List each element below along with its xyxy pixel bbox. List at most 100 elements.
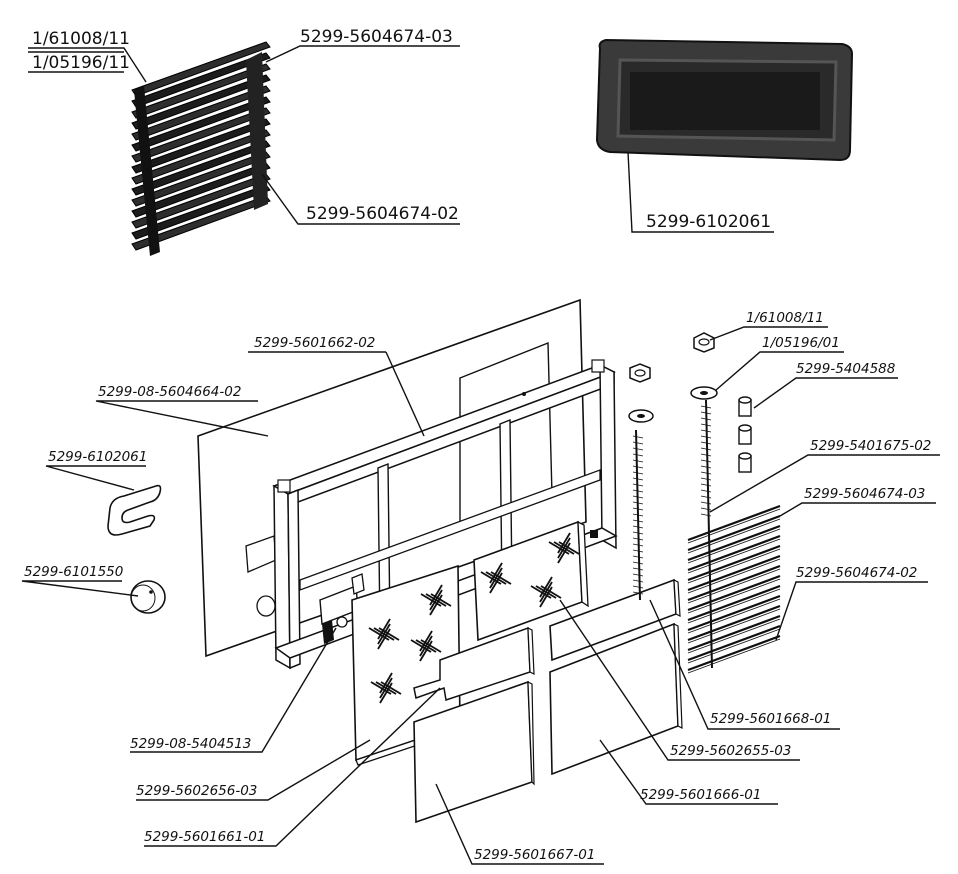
clip bbox=[107, 484, 162, 536]
thread-mark bbox=[632, 435, 644, 439]
label-spacer: 5299-5404588 bbox=[796, 361, 895, 377]
hatch-line bbox=[377, 623, 391, 645]
hatch-line bbox=[539, 581, 553, 603]
thread-mark bbox=[632, 471, 644, 475]
grille-blade-edge bbox=[687, 578, 781, 614]
grille-slat bbox=[131, 96, 271, 152]
hatch-line bbox=[558, 541, 580, 555]
label-frame: 5299-5601662-02 bbox=[254, 335, 375, 351]
thread-mark bbox=[700, 507, 712, 511]
hatch-line bbox=[370, 681, 392, 695]
thread-mark bbox=[632, 519, 644, 523]
label-small-plate: 5299-5601661-01 bbox=[144, 829, 265, 845]
grille-side bbox=[246, 52, 268, 210]
hatch-line bbox=[420, 593, 442, 607]
thread-mark bbox=[632, 459, 644, 463]
hatch-line bbox=[410, 639, 432, 653]
label-back-panel: 5299-08-5604664-02 bbox=[98, 384, 241, 400]
hatch-line bbox=[380, 681, 402, 695]
grille-blade bbox=[687, 564, 781, 602]
hatch-line bbox=[429, 589, 443, 611]
top-grille-photo bbox=[131, 41, 271, 256]
grille-slat bbox=[131, 85, 271, 141]
thread-mark bbox=[632, 537, 644, 541]
grille-blade bbox=[687, 524, 781, 562]
thread-mark bbox=[700, 471, 712, 475]
grille-blade bbox=[687, 624, 781, 662]
thread-mark bbox=[700, 495, 712, 499]
label-bottom-plate: 5299-5601667-01 bbox=[474, 847, 595, 863]
grille-blade bbox=[687, 614, 781, 652]
thread-mark bbox=[700, 501, 712, 505]
thread-mark bbox=[700, 483, 712, 487]
part-labels: 1/61008/11 1/05196/11 5299-5604674-03 52… bbox=[24, 27, 931, 863]
hatch-line bbox=[480, 571, 502, 585]
grille-blade-edge bbox=[687, 558, 781, 594]
hatch-line bbox=[540, 585, 562, 599]
grille-blade bbox=[687, 584, 781, 622]
label-top-left-1: 1/61008/11 bbox=[32, 29, 130, 49]
thread-mark bbox=[632, 453, 644, 457]
thread-mark bbox=[632, 513, 644, 517]
hatched-panel-right bbox=[473, 520, 589, 642]
thread-mark bbox=[700, 459, 712, 463]
thread-mark bbox=[632, 501, 644, 505]
grille-blade bbox=[687, 594, 781, 632]
label-nut: 1/61008/11 bbox=[746, 310, 824, 326]
thread-mark bbox=[632, 447, 644, 451]
hatch-line bbox=[379, 682, 393, 704]
hatch-line bbox=[557, 542, 571, 564]
thread-mark bbox=[700, 489, 712, 493]
label-top-left-2: 1/05196/11 bbox=[32, 53, 130, 73]
hatch-line bbox=[548, 541, 570, 555]
thread-mark bbox=[632, 585, 644, 589]
thread-mark bbox=[632, 579, 644, 583]
hatch-line bbox=[419, 635, 433, 657]
hatch-line bbox=[420, 639, 442, 653]
grille-slat bbox=[131, 63, 271, 119]
hatch-line bbox=[557, 532, 571, 554]
thread-mark bbox=[632, 507, 644, 511]
grille-slat bbox=[131, 107, 271, 163]
grille-blade-edge bbox=[687, 518, 781, 554]
thread-mark bbox=[632, 483, 644, 487]
grille-blade-edge bbox=[687, 628, 781, 664]
grille-blade-edge bbox=[687, 588, 781, 624]
thread-mark bbox=[700, 465, 712, 469]
grille-blade-edge bbox=[687, 598, 781, 634]
hardware bbox=[628, 332, 752, 601]
label-hatched-panel: 5299-5602656-03 bbox=[136, 783, 257, 799]
hatch-line bbox=[377, 618, 391, 640]
grille-slat bbox=[131, 129, 271, 185]
label-center-plate: 5299-5602655-03 bbox=[670, 743, 791, 759]
thread-mark bbox=[632, 489, 644, 493]
right-plate bbox=[549, 622, 683, 776]
thread-mark bbox=[632, 441, 644, 445]
thread-mark bbox=[632, 531, 644, 535]
hatch-line bbox=[530, 585, 552, 599]
thread-mark bbox=[632, 555, 644, 559]
grille-blade bbox=[687, 554, 781, 592]
thread-mark bbox=[700, 447, 712, 451]
threaded-rod bbox=[705, 399, 713, 669]
thread-mark bbox=[632, 525, 644, 529]
hatch-line bbox=[368, 627, 390, 641]
leader-lines bbox=[21, 45, 940, 865]
thread-mark bbox=[632, 591, 644, 595]
grille-slat bbox=[131, 140, 271, 196]
grille-blade-edge bbox=[687, 608, 781, 644]
hatch-line bbox=[419, 640, 433, 662]
label-rod: 5299-5401675-02 bbox=[810, 438, 931, 454]
bottom-plate bbox=[413, 680, 535, 824]
bracket bbox=[319, 573, 365, 644]
hatch-line bbox=[557, 537, 571, 559]
hatch-line bbox=[489, 572, 503, 594]
right-grille bbox=[687, 399, 781, 674]
grille-blade-edge bbox=[687, 568, 781, 604]
grille-blade bbox=[687, 544, 781, 582]
hatch-line bbox=[489, 562, 503, 584]
grille-blade-edge bbox=[687, 548, 781, 584]
label-cap: 5299-6101550 bbox=[24, 564, 123, 580]
small-plate bbox=[413, 626, 535, 701]
hatch-line bbox=[489, 567, 503, 589]
